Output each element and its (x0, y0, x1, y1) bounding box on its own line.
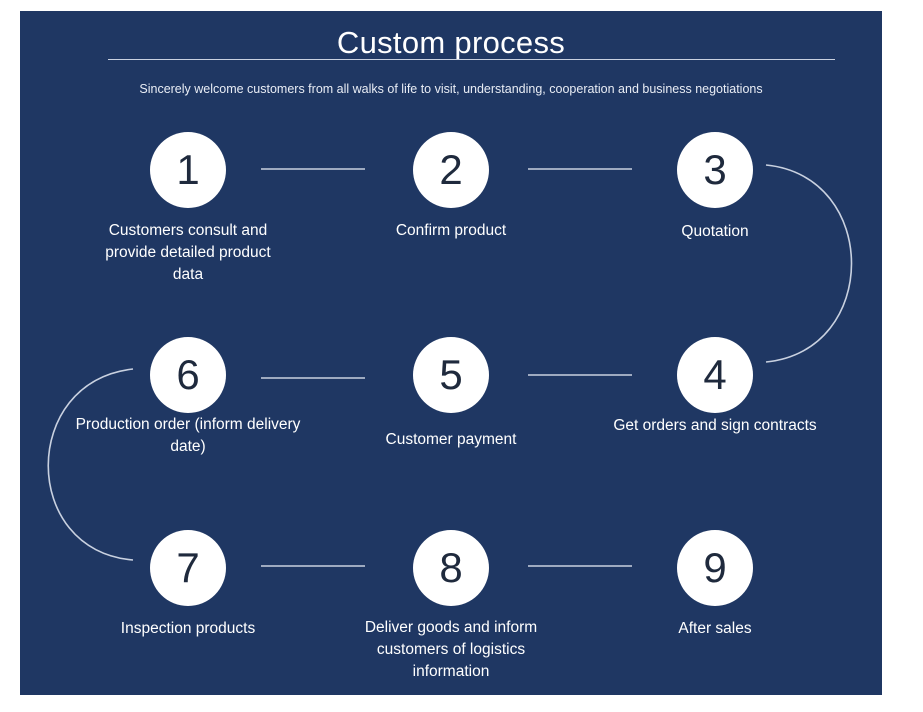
step-label: Production order (inform delivery date) (75, 416, 301, 455)
connector-lines (47, 164, 853, 567)
step-label: Deliver goods and inform customers of lo… (364, 619, 538, 680)
page-subtitle: Sincerely welcome customers from all wal… (139, 82, 763, 96)
step-label: Customer payment (385, 431, 517, 448)
step-number-circle: 8 (413, 530, 489, 606)
step-number-circle: 7 (150, 530, 226, 606)
step-number-circle: 4 (677, 337, 753, 413)
step-number-circle: 9 (677, 530, 753, 606)
step-label: Quotation (681, 223, 749, 240)
page-title: Custom process (336, 25, 566, 60)
process-panel: Custom process Sincerely welcome custome… (20, 11, 882, 695)
step-number-circle: 6 (150, 337, 226, 413)
step-number-circle: 1 (150, 132, 226, 208)
step-label: Customers consult and provide detailed p… (105, 222, 271, 283)
step-label: Inspection products (120, 620, 256, 637)
connector-6-7 (47, 368, 134, 561)
step-number-circle: 5 (413, 337, 489, 413)
step-number-circle: 3 (677, 132, 753, 208)
title-divider (108, 59, 835, 60)
step-number-circle: 2 (413, 132, 489, 208)
step-label: Confirm product (395, 222, 507, 239)
connector-3-4 (765, 164, 853, 363)
step-label: Get orders and sign contracts (613, 417, 817, 434)
step-label: After sales (678, 620, 752, 637)
